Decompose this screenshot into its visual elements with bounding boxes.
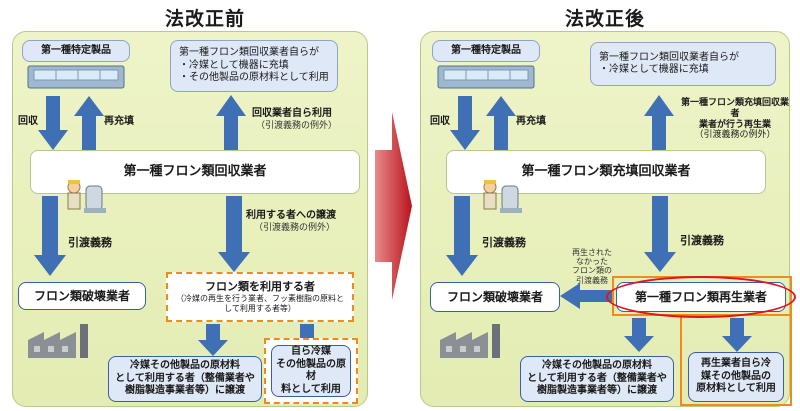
- after-regenerator-self-box: 再生業者自ら冷 媒その他製品の 原材料として利用: [688, 352, 784, 402]
- worker-icon: [60, 178, 108, 216]
- before-duty-arrow: [34, 196, 66, 276]
- before-transfer-arrow: [218, 196, 250, 272]
- after-self-arrow: [722, 318, 752, 352]
- before-recovery-arrow: [38, 96, 68, 150]
- before-specified-product: 第一種特定製品: [22, 40, 130, 62]
- before-self-line3: 料として利用: [281, 383, 341, 395]
- after-raw-arrow: [624, 318, 654, 352]
- after-not-regenerated-line4: 引渡義務: [576, 275, 608, 285]
- after-duty-left-label: 引渡義務: [482, 236, 526, 249]
- factory-icon: [438, 320, 508, 360]
- after-destroyer-label: フロン類破壊業者: [446, 289, 543, 304]
- after-specified-product: 第一種特定製品: [432, 40, 540, 62]
- after-destroyer-box: フロン類破壊業者: [430, 282, 560, 312]
- after-raw-line2: として利用する者（整備業者や: [527, 372, 667, 384]
- after-recovery-user-box: 第一種フロン類回収業者自らが ・冷媒として機器に充填: [590, 42, 776, 86]
- after-self-recycle-arrow: [644, 95, 674, 150]
- after-not-regenerated-line2: なかった: [576, 257, 608, 267]
- after-recovery-arrow: [450, 96, 480, 150]
- before-destroyer-label: フロン類破壊業者: [33, 288, 130, 303]
- before-recovery-user-line1: 第一種フロン類回収業者自らが: [179, 47, 319, 59]
- after-raw-line1: 冷媒その他製品の原材料: [542, 360, 652, 372]
- after-regen-self-line1: 再生業者自ら冷: [701, 358, 771, 370]
- before-self-refrigerant-box: 自ら冷媒 その他製品の原材 料として利用: [271, 345, 351, 397]
- after-specified-product-label: 第一種特定製品: [451, 44, 521, 56]
- after-recovery-user-line1: 第一種フロン類回収業者自らが: [599, 51, 739, 63]
- after-recovery-user-line2: ・冷媒として機器に充填: [599, 64, 709, 75]
- fridge-icon: [26, 62, 126, 92]
- before-raw-material-box: 冷媒その他製品の原材料 として利用する者（整備業者や 樹脂製造事業者等）に譲渡: [108, 356, 262, 402]
- before-refill-arrow: [74, 96, 104, 150]
- before-self-line1: 自ら冷媒: [291, 346, 331, 357]
- before-self-use-note: （引渡義務の例外）: [256, 121, 338, 131]
- before-transfer-label: 利用する者への譲渡: [246, 210, 336, 221]
- after-duty-right-label: 引渡義務: [680, 234, 724, 247]
- after-self-recycle-line1: 第一種フロン類充填回収業者: [680, 98, 789, 119]
- before-refill-label: 再充填: [104, 116, 134, 127]
- after-not-regenerated-line3: フロン類の: [572, 266, 612, 276]
- before-user-note2: して利用する者等）: [224, 303, 296, 313]
- before-user-box: フロン類を利用する者 （冷媒の再生を行う業者、フッ素樹脂の原料と して利用する者…: [166, 272, 354, 322]
- after-self-recycle-line2: 業者が行う再生業: [698, 119, 771, 130]
- before-self-line2: その他製品の原材: [276, 358, 346, 383]
- before-self-use-label: 回収業者自ら利用: [252, 108, 332, 119]
- worker-icon: [476, 178, 524, 216]
- before-destroyer-box: フロン類破壊業者: [18, 282, 146, 310]
- before-raw-arrow: [198, 324, 228, 356]
- after-title: 法改正後: [564, 8, 645, 30]
- before-raw-line1: 冷媒その他製品の原材料: [130, 360, 240, 372]
- after-not-regenerated-label: 再生された なかった フロン類の 引渡義務: [566, 248, 618, 285]
- before-specified-product-label: 第一種特定製品: [41, 44, 111, 56]
- after-self-recycle-label: 第一種フロン類充填回収業者 業者が行う再生業 （引渡義務の例外）: [680, 98, 790, 141]
- before-user-title: フロン類を利用する者: [205, 280, 315, 294]
- regenerator-highlight-ellipse: [606, 276, 796, 318]
- before-duty-label: 引渡義務: [68, 236, 112, 249]
- factory-icon: [26, 320, 96, 360]
- before-recovery-label: 回収: [18, 116, 38, 127]
- after-raw-material-box: 冷媒その他製品の原材料 として利用する者（整備業者や 樹脂製造事業者等）に譲渡: [520, 356, 674, 402]
- after-duty-left-arrow: [446, 196, 478, 276]
- before-raw-line2: として利用する者（整備業者や: [115, 372, 255, 384]
- after-recovery-label: 回収: [430, 116, 450, 127]
- after-duty-right-arrow: [644, 196, 676, 272]
- after-main-box: 第一種フロン類充填回収業者: [446, 150, 766, 194]
- before-title: 法改正前: [164, 8, 245, 30]
- before-user-note1: （冷媒の再生を行う業者、フッ素樹脂の原料と: [176, 293, 344, 303]
- fridge-icon: [436, 62, 536, 92]
- after-self-recycle-line3: （引渡義務の例外）: [694, 130, 776, 141]
- before-transfer-note: （引渡義務の例外）: [254, 223, 336, 233]
- before-raw-line3: 樹脂製造事業者等）に譲渡: [125, 385, 245, 397]
- before-self-refrigerant-frame: 自ら冷媒 その他製品の原材 料として利用: [264, 338, 358, 404]
- after-main-label: 第一種フロン類充填回収業者: [521, 163, 691, 179]
- after-regen-self-line2: 媒その他製品の: [701, 370, 771, 382]
- after-raw-line3: 樹脂製造事業者等）に譲渡: [537, 385, 657, 397]
- before-self-use-arrow: [216, 95, 246, 150]
- transition-arrow: [375, 112, 412, 300]
- before-recovery-user-box: 第一種フロン類回収業者自らが ・冷媒として機器に充填 ・その他製品の原材料として…: [170, 40, 338, 92]
- before-recovery-user-line2: ・冷媒として機器に充填: [179, 59, 289, 71]
- after-refill-arrow: [486, 96, 516, 150]
- after-regen-self-line3: 原材料として利用: [696, 383, 776, 395]
- after-not-regenerated-arrow: [560, 283, 614, 309]
- after-not-regenerated-line1: 再生された: [572, 248, 612, 257]
- before-main-label: 第一種フロン類回収業者: [123, 163, 267, 179]
- before-main-box: 第一種フロン類回収業者: [30, 150, 360, 194]
- after-refill-label: 再充填: [516, 116, 546, 127]
- before-recovery-user-line3: ・その他製品の原材料として利用: [179, 72, 329, 84]
